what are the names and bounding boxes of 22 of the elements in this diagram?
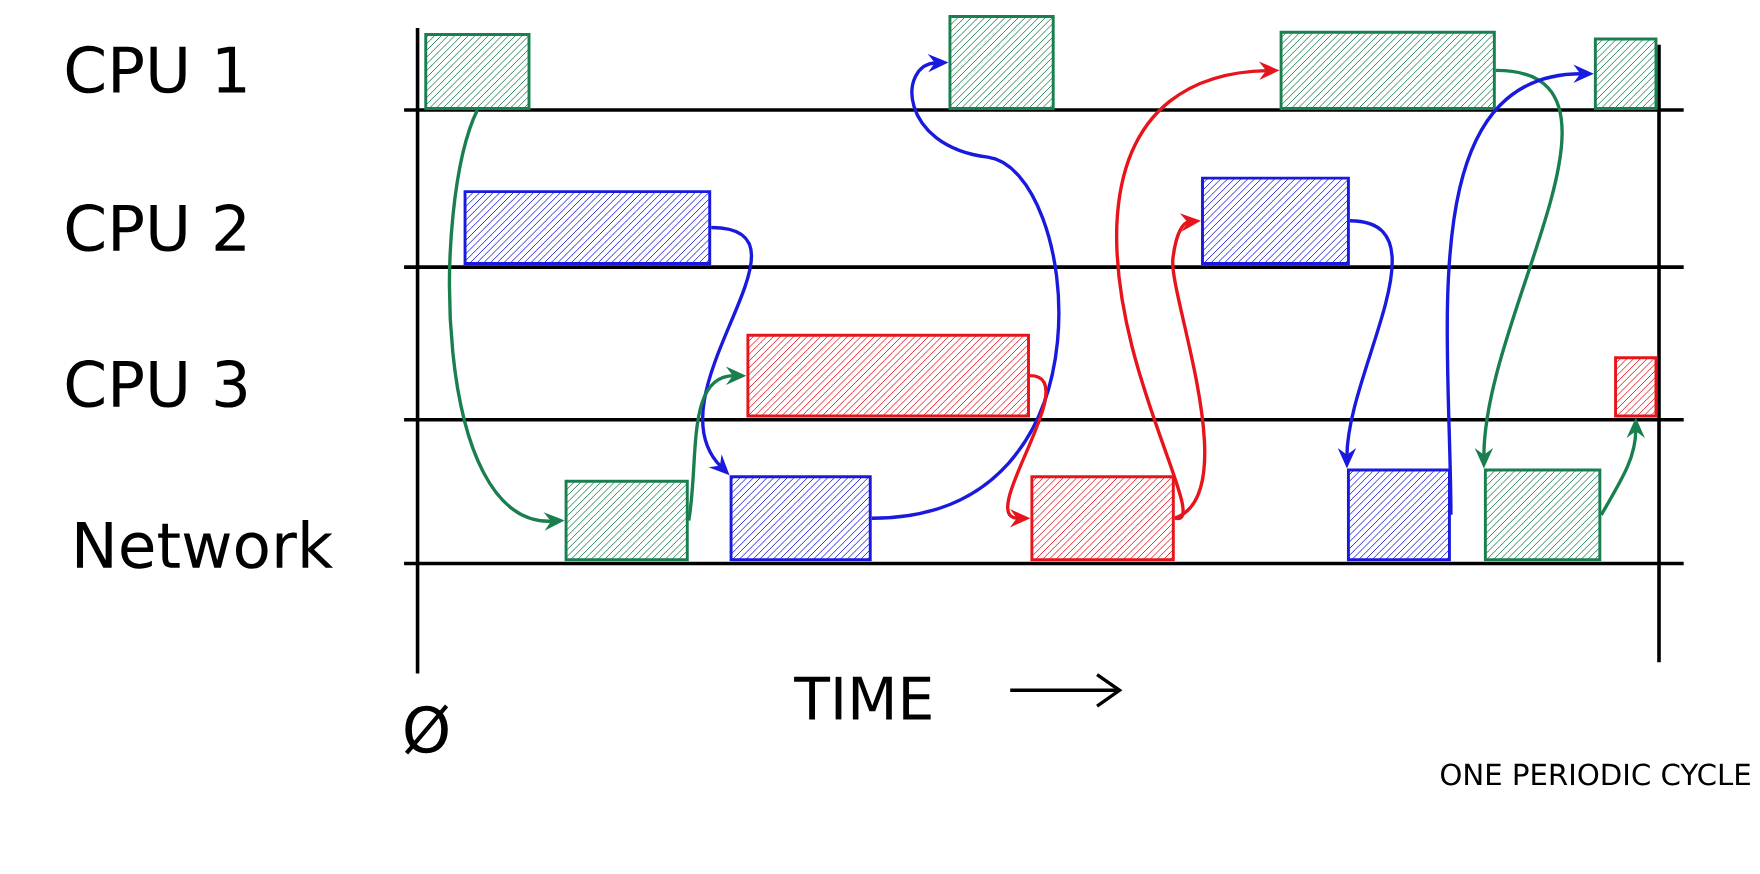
hatched-bar (1201, 176, 1350, 265)
axis-label: CPU 1 (66, 45, 246, 94)
hatched-bar (463, 189, 712, 265)
hatched-bar (1614, 356, 1658, 418)
hatched-bar (729, 475, 872, 561)
hatched-bar (424, 32, 531, 110)
arrow (871, 53, 1061, 520)
hatched-bar (1279, 30, 1496, 110)
hatched-bar (746, 333, 1030, 418)
arrow (1171, 213, 1207, 520)
hatched-bar (948, 14, 1055, 110)
hatched-bar (1483, 468, 1602, 561)
axis-label: Ø (404, 704, 449, 755)
hatched-bar (1030, 475, 1175, 561)
hatched-bar (1346, 468, 1451, 561)
axis-label: TIME (794, 676, 931, 720)
axis-label: ONE PERIODIC CYCLE (1441, 763, 1750, 786)
hatched-bar (1593, 37, 1658, 110)
axis-label: CPU 2 (66, 203, 245, 252)
hatched-bar (564, 479, 689, 561)
axis-label: CPU 3 (66, 359, 246, 408)
axis-label: Network (77, 519, 334, 569)
